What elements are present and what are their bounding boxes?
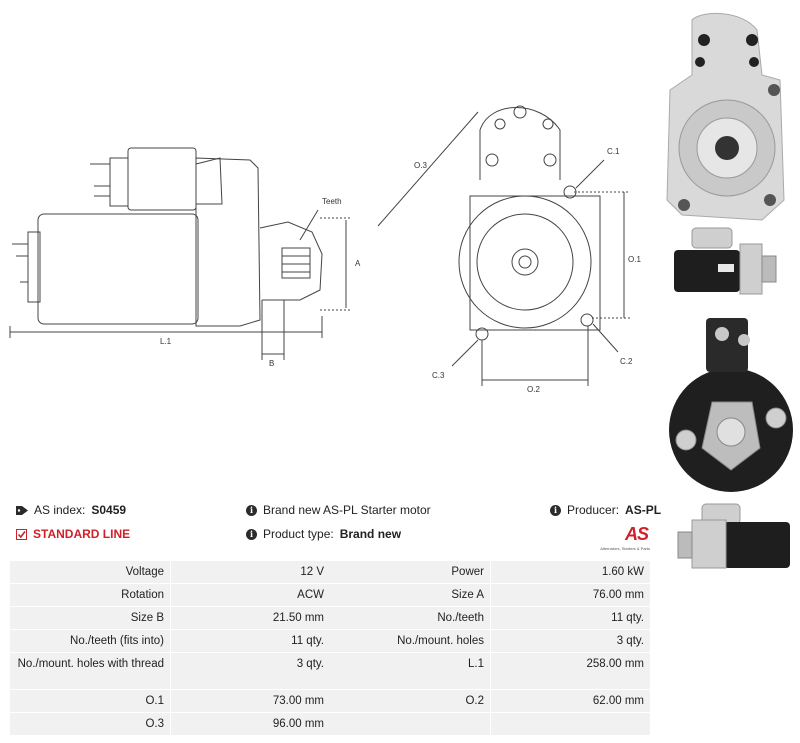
info-icon: i [246,504,257,516]
flange-circle [458,195,592,329]
table-row: No./teeth (fits into) 11 qty. No./mount.… [10,630,650,652]
label-a: A [355,259,361,268]
producer-row: i Producer: AS-PL [550,503,661,517]
photo-rear-view[interactable] [669,318,793,492]
spec-label: Size A [330,584,490,606]
flange-outline [469,195,601,331]
spec-value: 96.00 mm [170,713,330,735]
producer-label: Producer: [567,503,620,517]
specs-table: Voltage 12 V Power 1.60 kW Rotation ACW … [10,560,650,736]
label-o3: O.3 [414,161,427,170]
table-row: Voltage 12 V Power 1.60 kW [10,561,650,583]
spec-value: 3 qty. [170,653,330,689]
motor-body-outline [37,213,199,325]
spec-label: Voltage [10,561,170,583]
solenoid-cap [109,157,129,207]
spec-value: 62.00 mm [490,690,650,712]
table-row: Size B 21.50 mm No./teeth 11 qty. [10,607,650,629]
shaft-circle [511,248,539,276]
spec-label: No./mount. holes [330,630,490,652]
photo-flange-view[interactable] [666,12,785,221]
logo-subtitle: Alternators, Starters & Parts [600,546,650,551]
label-o2: O.2 [527,385,540,394]
table-row: O.1 73.00 mm O.2 62.00 mm [10,690,650,712]
label-c1: C.1 [607,147,620,156]
label-b: B [269,359,274,368]
label-l1: L.1 [160,337,172,346]
spec-value: ACW [170,584,330,606]
pinion-housing [259,221,323,301]
spec-label: No./teeth [330,607,490,629]
technical-drawing: Teeth A B L.1 O.3 C.1 O.1 C.2 C.3 O.2 [0,0,660,400]
spec-value [490,713,650,735]
spec-value: 11 qty. [170,630,330,652]
spec-value: 12 V [170,561,330,583]
solenoid-bracket [195,157,223,205]
hole-c2 [580,313,594,327]
label-o1: O.1 [628,255,641,264]
standard-line-row: STANDARD LINE [16,527,130,541]
spec-label: Size B [10,607,170,629]
spec-value: 76.00 mm [490,584,650,606]
spec-value: 21.50 mm [170,607,330,629]
starter-line-drawing: Teeth A B L.1 O.3 C.1 O.1 C.2 C.3 O.2 [9,105,641,394]
as-index-label: AS index: [34,503,86,517]
spec-label: O.3 [10,713,170,735]
spec-value: 1.60 kW [490,561,650,583]
spec-label: No./teeth (fits into) [10,630,170,652]
pinion-gear [281,247,311,279]
as-index-row: AS index: S0459 [16,503,126,517]
spec-label: O.2 [330,690,490,712]
description-text: Brand new AS-PL Starter motor [263,503,431,517]
product-photos [662,0,800,590]
info-icon: i [550,504,561,516]
spec-label: L.1 [330,653,490,689]
spec-label: O.1 [10,690,170,712]
tag-icon [16,505,28,515]
drive-housing-outline [195,157,261,327]
description-row: i Brand new AS-PL Starter motor [246,503,431,517]
spec-value: 3 qty. [490,630,650,652]
product-type-row: i Product type: Brand new [246,527,401,541]
label-teeth: Teeth [322,197,342,206]
product-info: AS index: S0459 STANDARD LINE i Brand ne… [10,503,661,553]
motor-end-cap [27,231,41,303]
spec-label: Power [330,561,490,583]
spec-value: 11 qty. [490,607,650,629]
table-row: O.3 96.00 mm [10,713,650,735]
table-row: No./mount. holes with thread 3 qty. L.1 … [10,653,650,689]
spec-label: No./mount. holes with thread [10,653,170,689]
producer-value: AS-PL [625,503,662,517]
product-type-value: Brand new [339,527,402,541]
label-c2: C.2 [620,357,633,366]
standard-line-label: STANDARD LINE [33,527,131,541]
as-pl-logo: AS Alternators, Starters & Parts [584,524,654,554]
as-index-value: S0459 [91,503,127,517]
spec-value: 73.00 mm [170,690,330,712]
spec-value: 258.00 mm [490,653,650,689]
product-type-label: Product type: [263,527,334,541]
photo-side-view-2[interactable] [677,503,790,569]
info-icon: i [246,528,257,540]
table-row: Rotation ACW Size A 76.00 mm [10,584,650,606]
logo-mark: AS [624,524,649,544]
spec-label [330,713,490,735]
spec-label: Rotation [10,584,170,606]
solenoid-outline [127,147,197,211]
photo-side-view[interactable] [674,227,777,295]
label-c3: C.3 [432,371,445,380]
checkbox-icon [16,528,27,540]
